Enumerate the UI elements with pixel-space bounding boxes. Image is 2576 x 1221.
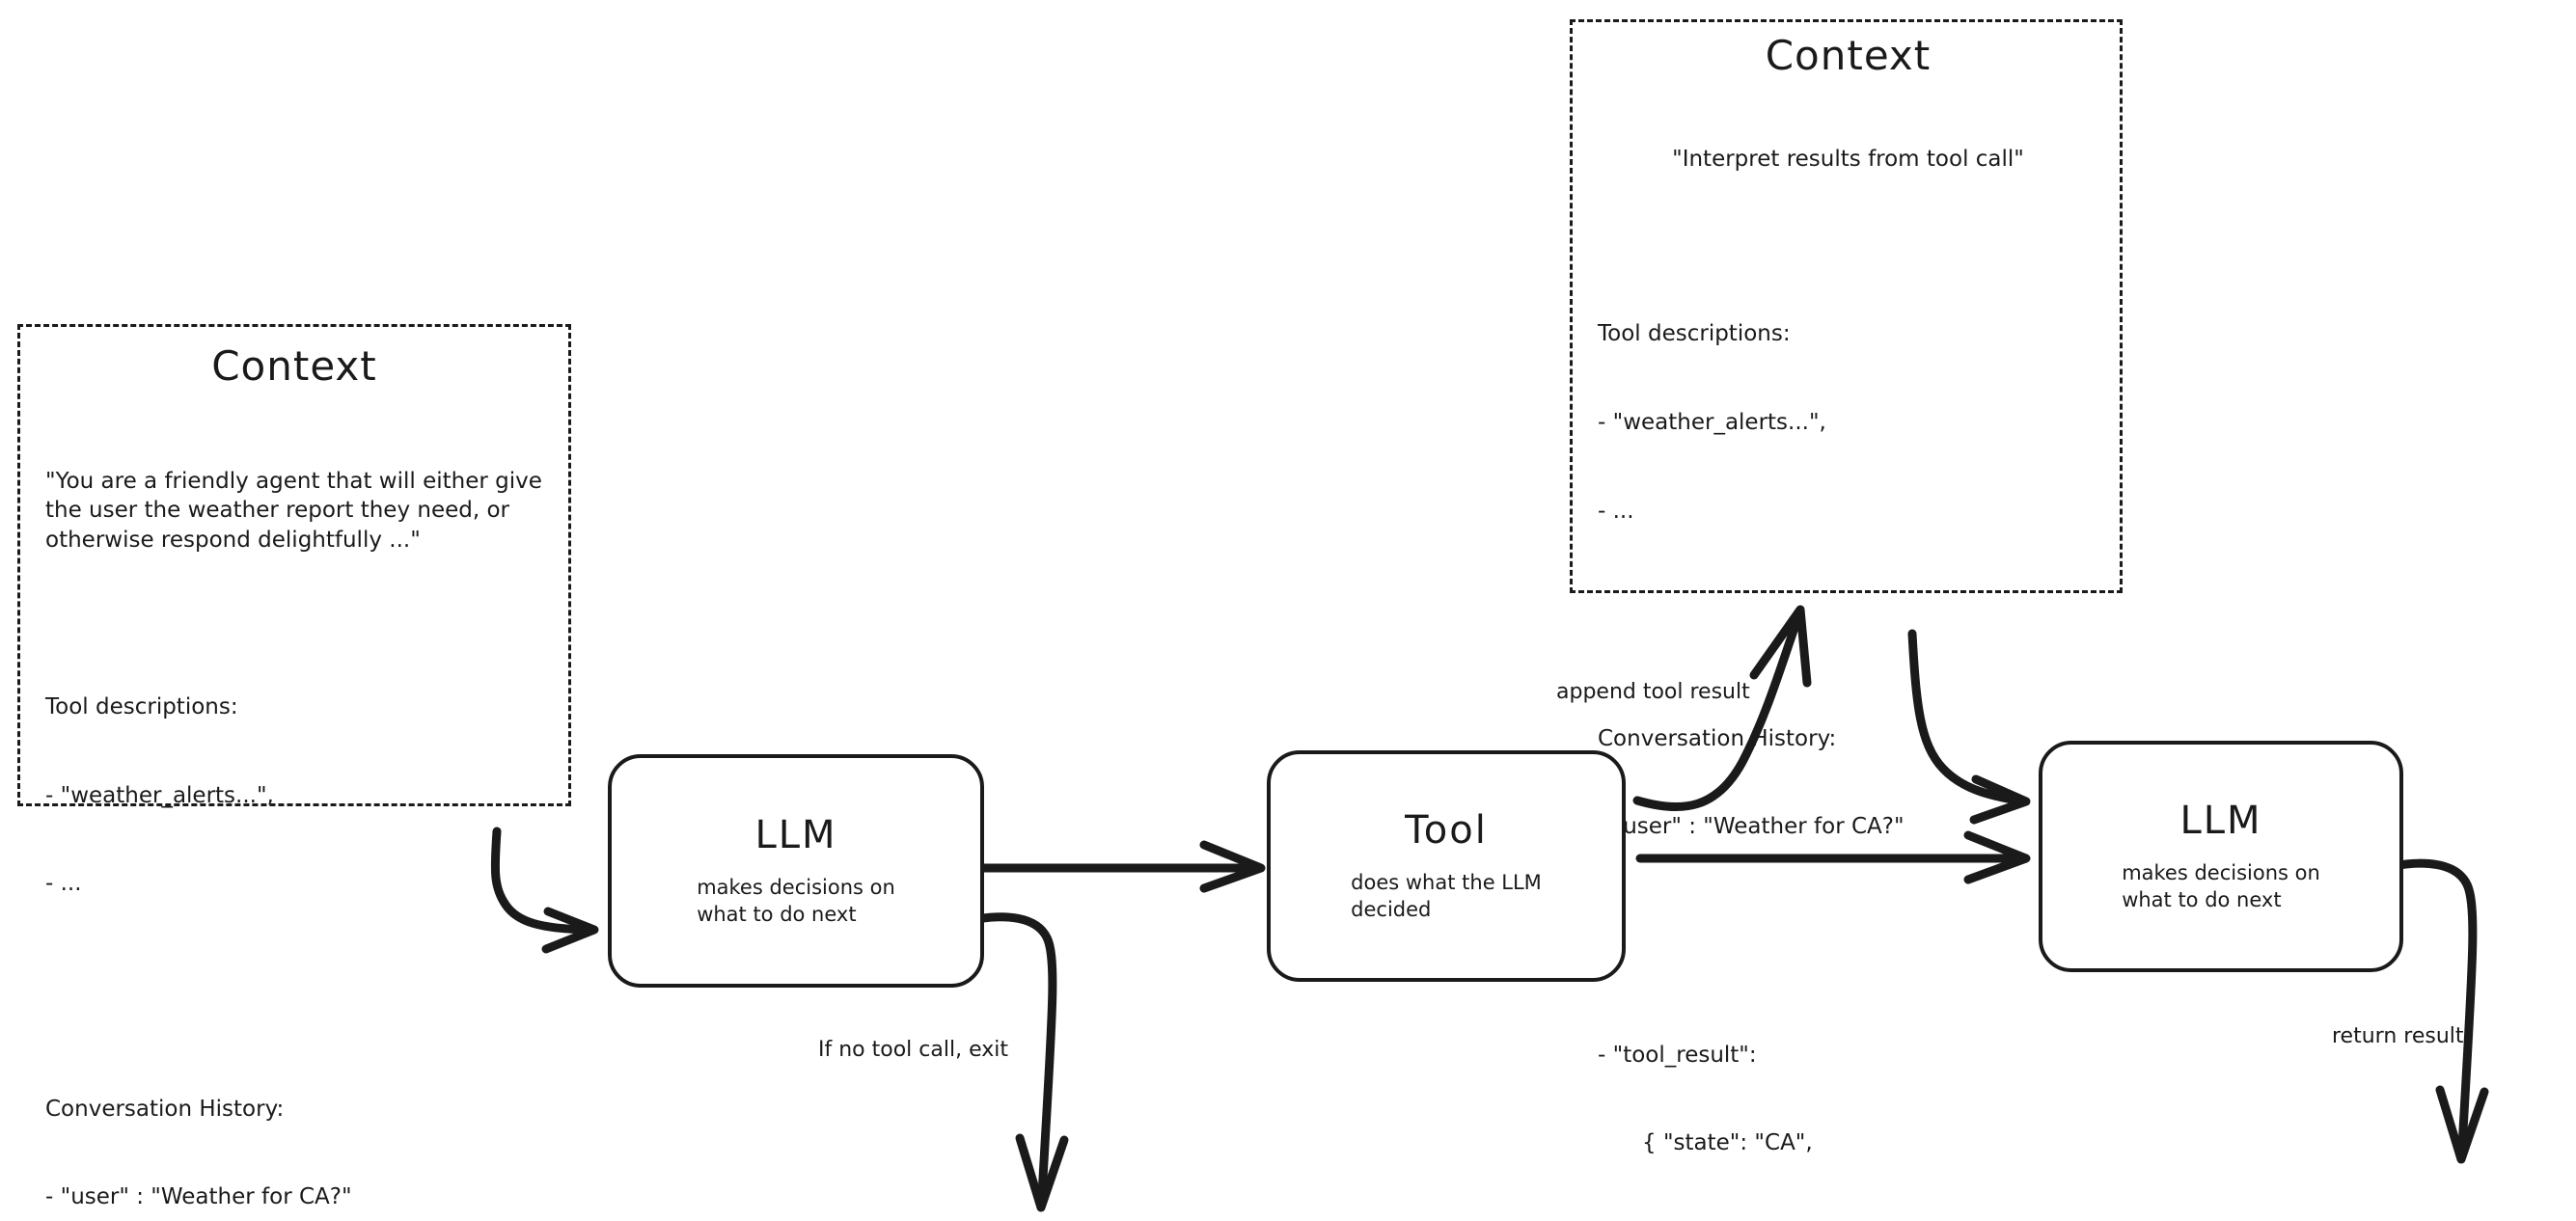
context-left-title: Context — [211, 342, 377, 390]
context-right-conversation: Conversation History: - "user" : "Weathe… — [1598, 665, 2098, 902]
node-tool-title: Tool — [1405, 808, 1488, 854]
context-right-body: "Interpret results from tool call" Tool … — [1598, 86, 2098, 1221]
edge-label-exit: If no tool call, exit — [818, 1038, 1008, 1062]
node-tool[interactable]: Tool does what the LLM decided — [1267, 750, 1626, 982]
context-right-tool-result-line-0: { "state": "CA", — [1642, 1130, 1813, 1156]
arrow-llm1-to-tool — [965, 840, 1266, 893]
node-llm-first-title: LLM — [754, 813, 837, 858]
edge-label-return-result: return result — [2332, 1024, 2464, 1048]
node-llm-first-subtitle: makes decisions on what to do next — [697, 876, 895, 926]
context-right-tools-item-1: - ... — [1598, 498, 1634, 524]
context-right-conversation-item-0: - "user" : "Weather for CA?" — [1598, 814, 1905, 840]
arrow-llm2-return-result — [2388, 858, 2489, 1164]
context-right-conversation-heading: Conversation History: — [1598, 725, 1837, 751]
node-llm-first[interactable]: LLM makes decisions on what to do next — [608, 754, 984, 988]
context-left-conversation-item-0: - "user" : "Weather for CA?" — [45, 1184, 352, 1210]
context-right-tool-descriptions: Tool descriptions: - "weather_alerts..."… — [1598, 260, 2098, 584]
context-left-tools-heading: Tool descriptions: — [45, 694, 238, 720]
context-left-body: "You are a friendly agent that will eith… — [45, 408, 543, 1221]
context-box-right: Context "Interpret results from tool cal… — [1570, 19, 2123, 1221]
context-left-conversation: Conversation History: - "user" : "Weathe… — [45, 1036, 543, 1221]
node-llm-second-title: LLM — [2179, 799, 2262, 844]
context-right-tool-result: - "tool_result": { "state": "CA", [ { "r… — [1598, 981, 2098, 1221]
context-left-system-prompt: "You are a friendly agent that will eith… — [45, 468, 550, 553]
context-right-tool-result-label: - "tool_result": — [1598, 1042, 1757, 1068]
context-right-tools-item-0: - "weather_alerts...", — [1598, 409, 1826, 435]
context-right-tool-result-line-1: [ { "region": ... — [1598, 1217, 2098, 1221]
node-tool-subtitle: does what the LLM decided — [1351, 871, 1542, 921]
context-right-tools-heading: Tool descriptions: — [1598, 321, 1791, 347]
context-right-title: Context — [1765, 32, 1932, 79]
context-right-system-prompt: "Interpret results from tool call" — [1672, 147, 2024, 173]
arrow-llm1-exit — [972, 912, 1069, 1212]
edge-label-append-tool-result: append tool result — [1556, 680, 1750, 704]
context-left-tools-item-1: - ... — [45, 870, 82, 896]
node-llm-second[interactable]: LLM makes decisions on what to do next — [2039, 741, 2403, 972]
node-llm-second-subtitle: makes decisions on what to do next — [2122, 861, 2320, 911]
context-left-conversation-heading: Conversation History: — [45, 1097, 285, 1123]
context-left-tool-descriptions: Tool descriptions: - "weather_alerts..."… — [45, 635, 543, 957]
context-left-tools-item-0: - "weather_alerts...", — [45, 782, 274, 808]
context-box-left: Context "You are a friendly agent that w… — [17, 324, 571, 1209]
